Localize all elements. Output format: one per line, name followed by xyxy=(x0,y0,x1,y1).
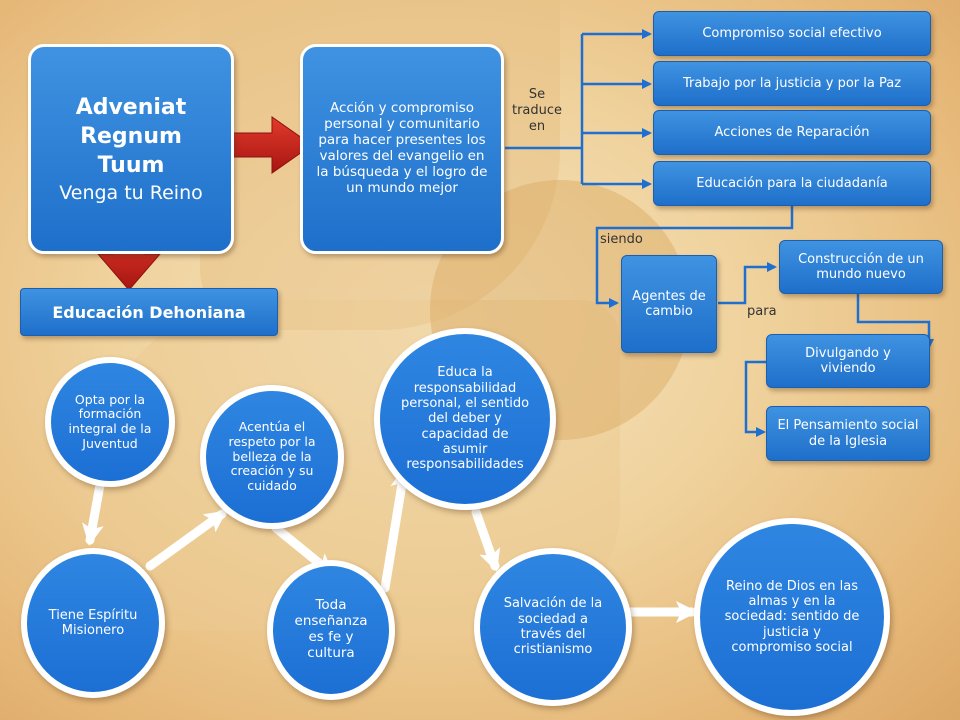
translated-item: Compromiso social efectivo xyxy=(653,11,931,56)
red-arrow-right xyxy=(224,116,313,174)
title-line: Adveniat xyxy=(75,94,187,120)
translated-item-label: Educación para la ciudadanía xyxy=(696,176,888,191)
circle-acentua-label: Acentúa el respeto por la belleza de la … xyxy=(228,419,316,494)
siendo-connector xyxy=(595,204,794,308)
circle-espiritu: Tiene Espíritu Misionero xyxy=(21,548,165,698)
construccion-label: Construcción de un mundo nuevo xyxy=(798,251,924,282)
construccion-connector xyxy=(856,294,934,349)
circle-ensenanza: Toda enseñanza es fe y cultura xyxy=(267,560,395,700)
translated-item-label: Trabajo por la justicia y por la Paz xyxy=(682,76,902,91)
action-text: Acción y compromiso personal y comunitar… xyxy=(316,100,488,196)
pensamiento-label: El Pensamiento social de la Iglesia xyxy=(777,418,919,449)
translated-item: Acciones de Reparación xyxy=(653,110,931,155)
adveniat-box: Adveniat Regnum Tuum Venga tu Reino xyxy=(28,44,234,254)
circle-salvacion-label: Salvación de la sociedad a través del cr… xyxy=(503,596,603,658)
circle-educa-label: Educa la responsabilidad personal, el se… xyxy=(400,365,530,473)
divulgando-box: Divulgando y viviendo xyxy=(766,334,930,388)
subtitle: Venga tu Reino xyxy=(59,181,203,204)
para-connector xyxy=(718,262,777,305)
circle-acentua: Acentúa el respeto por la belleza de la … xyxy=(200,385,344,529)
agentes-label: Agentes de cambio xyxy=(632,288,706,319)
label-line: traduce xyxy=(511,103,563,118)
siendo-label: siendo xyxy=(600,232,643,247)
action-box: Acción y compromiso personal y comunitar… xyxy=(300,44,504,254)
construccion-box: Construcción de un mundo nuevo xyxy=(779,240,943,294)
label-line: Se xyxy=(528,87,546,102)
circle-opta: Opta por la formación integral de la Juv… xyxy=(45,357,175,487)
circle-salvacion: Salvación de la sociedad a través del cr… xyxy=(474,548,632,706)
pensamiento-box: El Pensamiento social de la Iglesia xyxy=(766,406,930,461)
translated-item-label: Compromiso social efectivo xyxy=(702,26,882,41)
circle-espiritu-label: Tiene Espíritu Misionero xyxy=(48,607,138,638)
divulgando-label: Divulgando y viviendo xyxy=(805,345,891,376)
divulgando-connector xyxy=(744,360,766,437)
se-traduce-en-label: Se traduce en xyxy=(508,87,566,135)
translated-item: Trabajo por la justicia y por la Paz xyxy=(653,61,931,106)
translated-item: Educación para la ciudadanía xyxy=(653,161,931,206)
translated-item-label: Acciones de Reparación xyxy=(714,125,870,140)
title-line: Tuum xyxy=(97,152,165,178)
circle-opta-label: Opta por la formación integral de la Juv… xyxy=(68,391,152,451)
title-line: Regnum xyxy=(80,123,182,149)
educacion-dehoniana-label: Educación Dehoniana xyxy=(52,302,246,322)
label-line: en xyxy=(528,119,546,134)
circle-flow-arrows xyxy=(82,466,698,623)
translation-bracket xyxy=(505,29,652,189)
para-label: para xyxy=(747,304,777,319)
circle-ensenanza-label: Toda enseñanza es fe y cultura xyxy=(294,597,368,661)
circle-reino: Reino de Dios en las almas y en la socie… xyxy=(694,518,890,716)
circle-reino-label: Reino de Dios en las almas y en la socie… xyxy=(724,578,860,655)
agentes-box: Agentes de cambio xyxy=(621,255,717,353)
educacion-dehoniana-box: Educación Dehoniana xyxy=(20,288,278,336)
circle-educa: Educa la responsabilidad personal, el se… xyxy=(374,328,556,510)
